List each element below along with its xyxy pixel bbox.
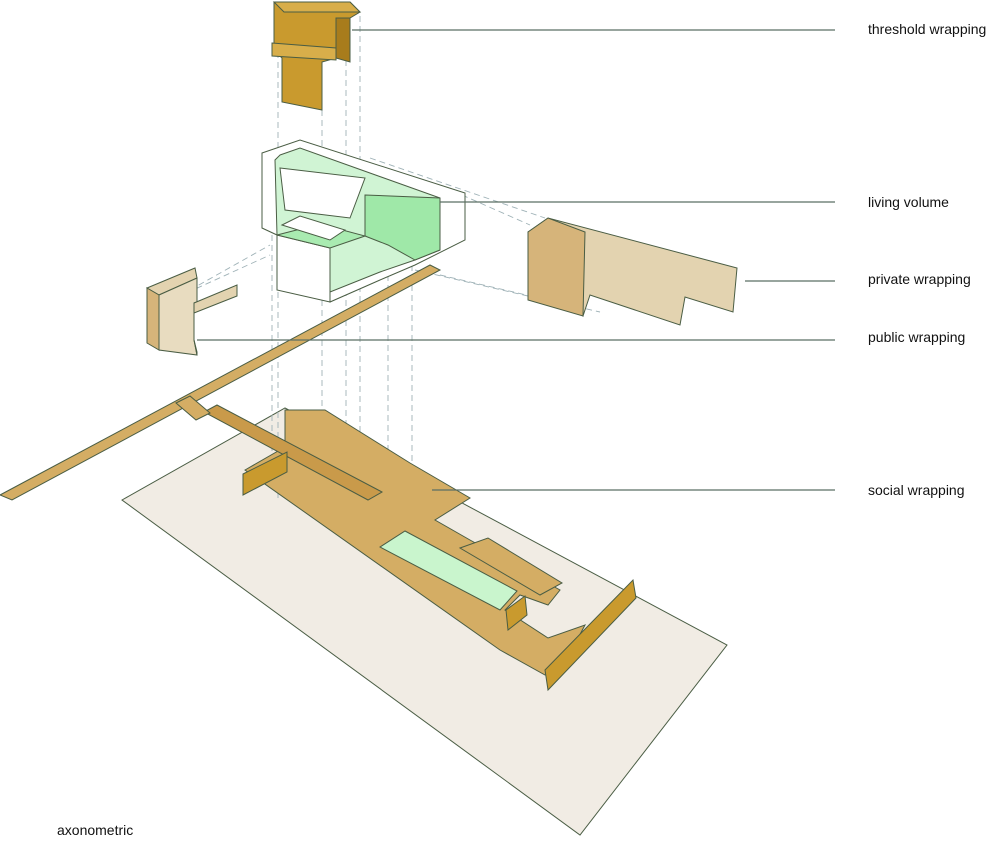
site-plane: [121, 407, 728, 836]
public-wrapping: [145, 267, 238, 356]
threshold-wrapping: [271, 1, 362, 111]
pool: [379, 530, 518, 611]
social-wrapping-label: social wrapping: [868, 482, 965, 498]
social-wall-small: [505, 595, 528, 631]
social-wall-left: [242, 451, 288, 496]
diagram-caption: axonometric: [57, 822, 134, 838]
public-wrapping-label: public wrapping: [868, 329, 966, 345]
living-volume: [261, 139, 466, 303]
threshold-wrapping-label: threshold wrapping: [868, 21, 987, 37]
social-wall-right: [544, 578, 637, 692]
social-wrapping-strip: [202, 404, 384, 501]
leader-lines: [197, 29, 835, 491]
living-volume-label: living volume: [868, 194, 949, 210]
private-wrapping-label: private wrapping: [868, 271, 971, 287]
path-strip-branch: [175, 395, 211, 421]
private-wrapping: [527, 217, 738, 326]
path-strip: [0, 264, 442, 501]
social-wrapping-step: [458, 537, 564, 596]
